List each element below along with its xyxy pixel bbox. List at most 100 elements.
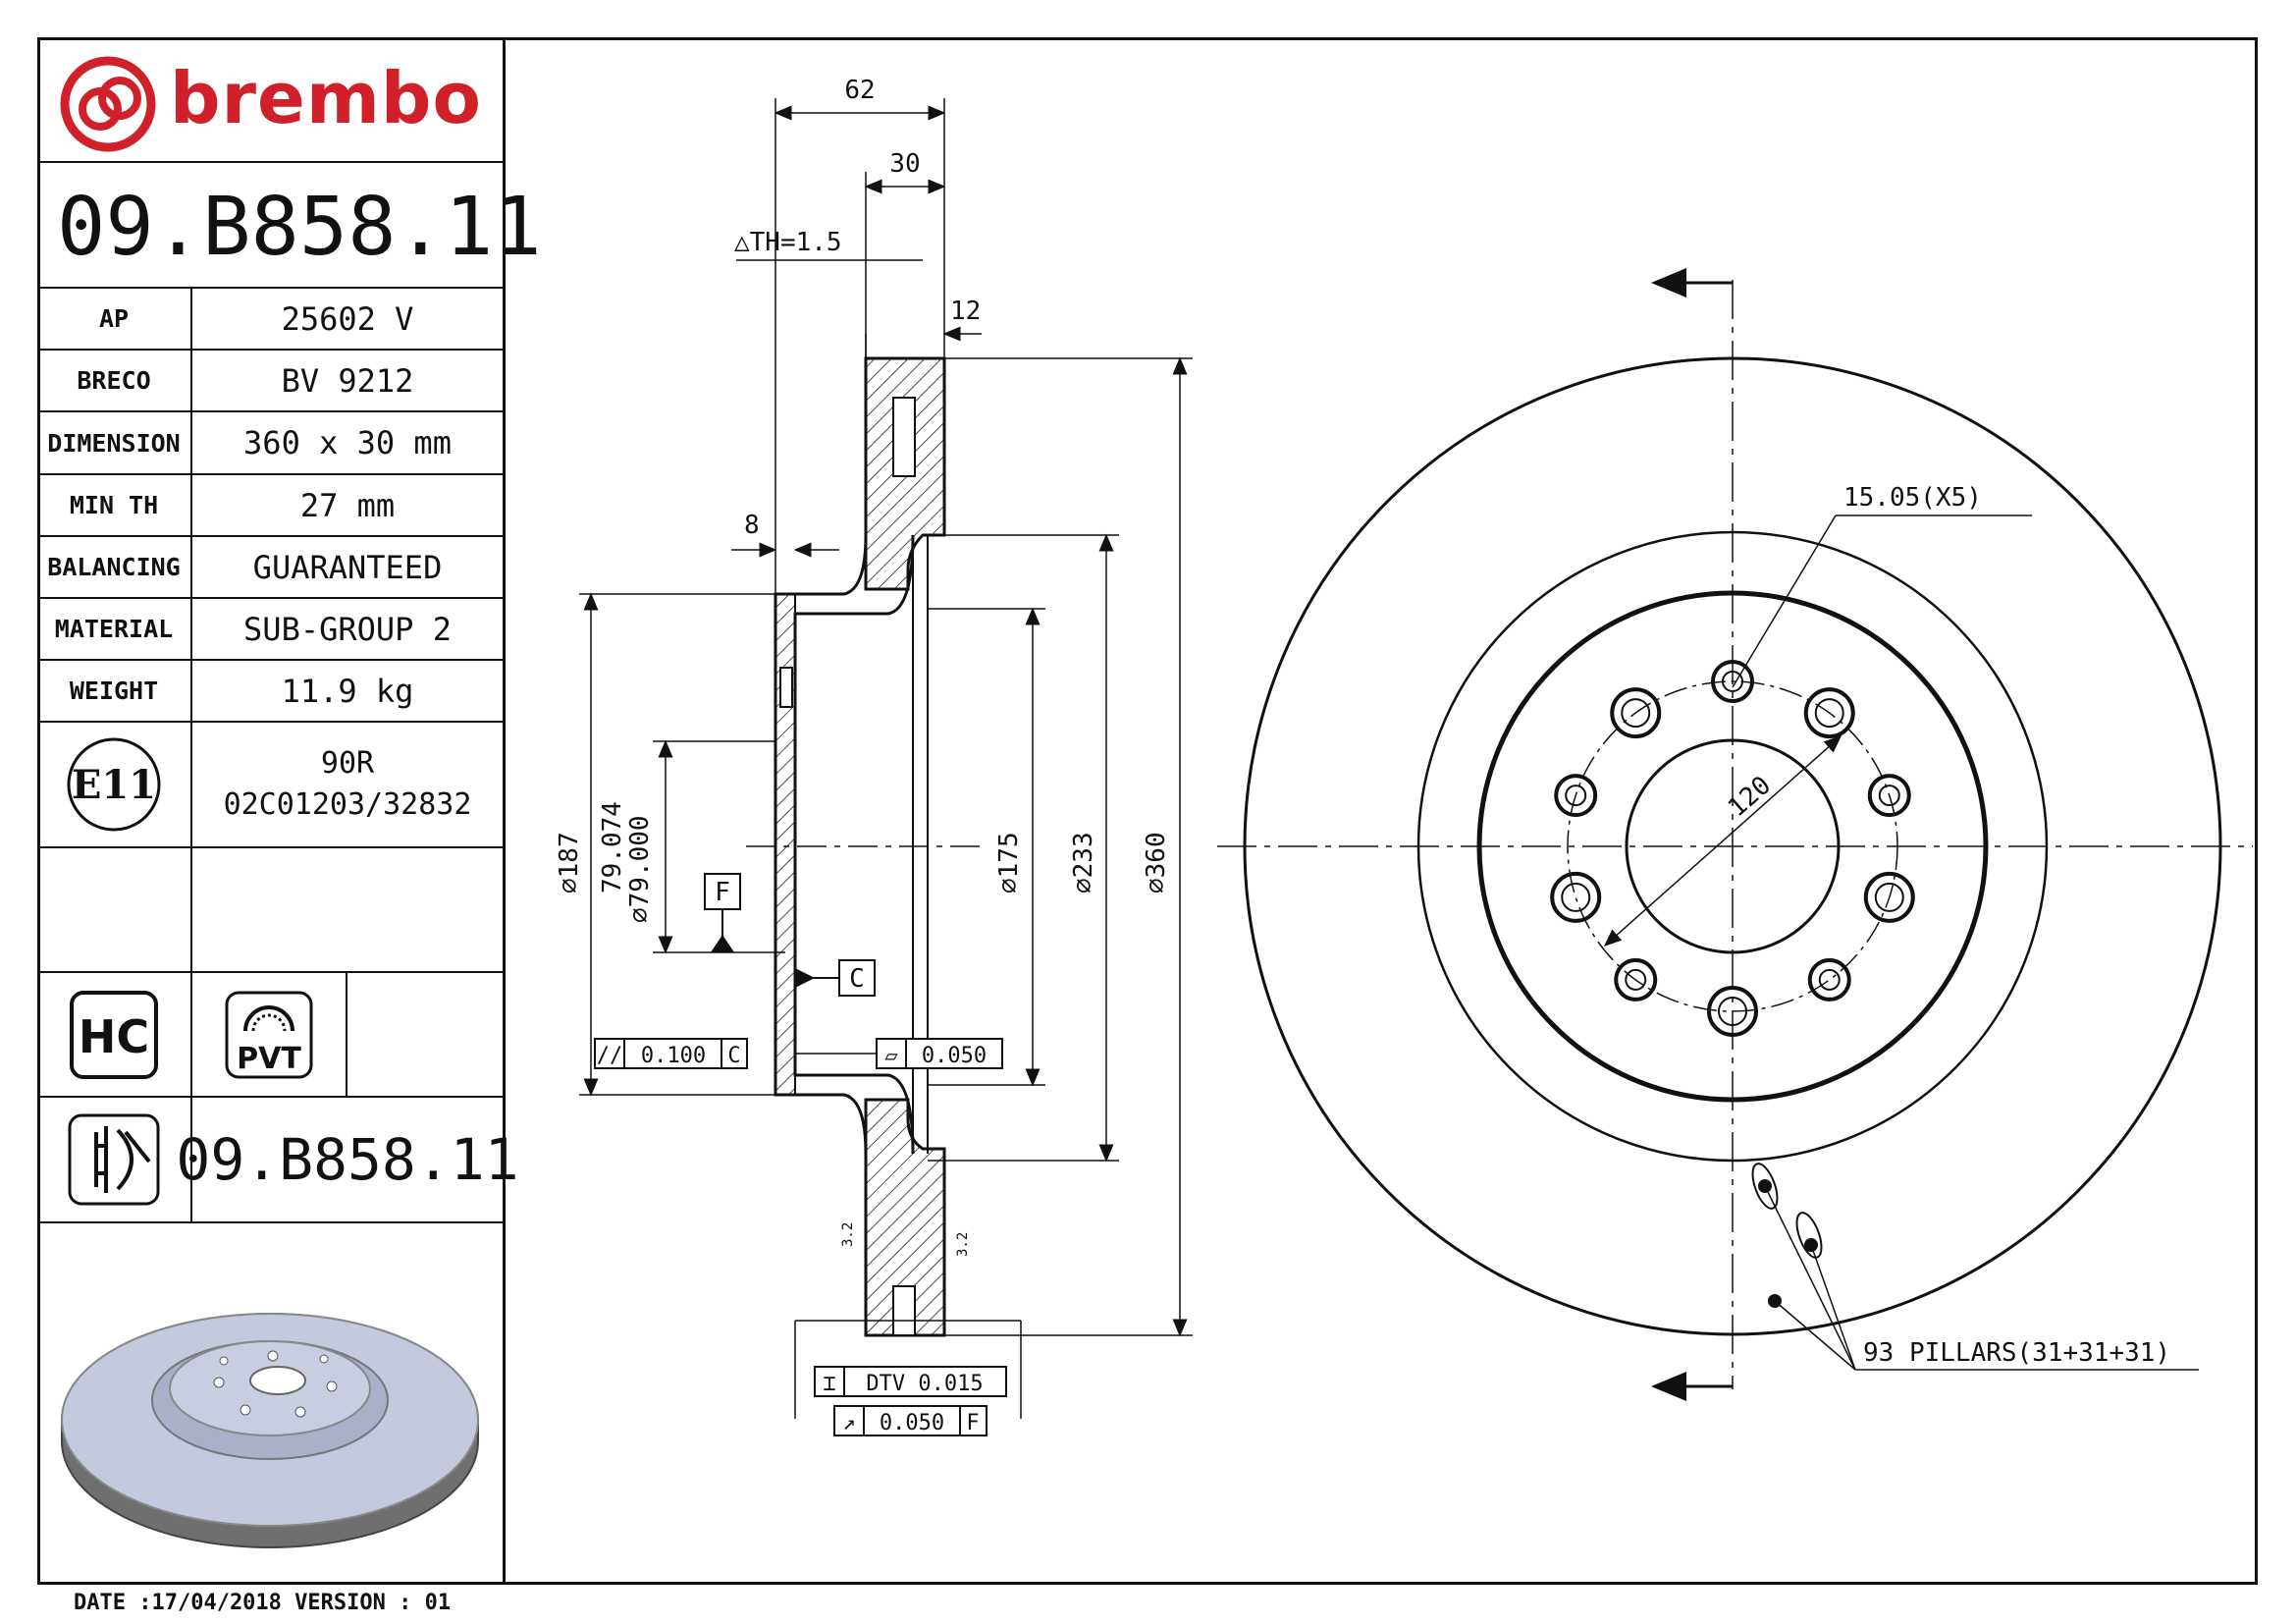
spec-row-ap: AP 25602 V [37, 289, 503, 351]
svg-text:PVT: PVT [237, 1042, 301, 1076]
bottom-part-row: 09.B858.11 [37, 1098, 519, 1223]
spec-value: GUARANTEED [252, 548, 443, 586]
part-number-row: 09.B858.11 [37, 163, 542, 289]
datum-c: C [849, 964, 865, 994]
certification-mark-cell: E11 [37, 723, 192, 846]
spec-label: AP [37, 289, 192, 349]
bolt-hole-inner [1565, 785, 1587, 807]
dim-th: △TH=1.5 [734, 228, 842, 257]
bolt-hole-inner [1874, 882, 1904, 912]
spec-row-material: MATERIAL SUB-GROUP 2 [37, 599, 503, 661]
svg-text://: // [597, 1044, 623, 1068]
bolt-hole [1707, 986, 1758, 1037]
tolerance-runout: ↗ 0.050 F [833, 1405, 988, 1436]
svg-text:C: C [727, 1044, 740, 1068]
brembo-logo-icon [60, 56, 156, 152]
spec-value: SUB-GROUP 2 [243, 610, 452, 648]
tolerance-parallel: // 0.100 C [594, 1038, 748, 1069]
bolt-hole [1867, 774, 1911, 818]
svg-text:⌶: ⌶ [823, 1372, 835, 1396]
certification-row: E11 90R 02C01203/32832 [37, 723, 503, 848]
drawing-frame [37, 37, 2258, 1585]
spec-row-weight: WEIGHT 11.9 kg [37, 661, 503, 723]
disc-profile-icon [68, 1113, 160, 1206]
spec-row-breco: BRECO BV 9212 [37, 351, 503, 412]
dim-62: 62 [844, 76, 875, 105]
holes-label: 15.05(X5) [1843, 483, 1982, 513]
pvt-icon: PVT [225, 991, 313, 1078]
part-number: 09.B858.11 [57, 181, 542, 274]
svg-text:↗: ↗ [842, 1411, 855, 1435]
bolt-holes [1550, 660, 1915, 1037]
bolt-hole-inner [1621, 698, 1651, 729]
disc-render-image [61, 1313, 479, 1548]
dim-79-000: ⌀79.000 [625, 815, 655, 923]
dim-3-2-a: 3.2 [840, 1222, 856, 1247]
svg-text:E11: E11 [72, 762, 156, 808]
dim-79-074: 79.074 [598, 801, 627, 893]
hc-icon: HC [70, 990, 158, 1079]
certification-line1: 90R [320, 746, 375, 781]
brand-name: brembo [170, 57, 482, 139]
svg-text:DTV 0.015: DTV 0.015 [866, 1372, 983, 1396]
bolt-hole-inner [1722, 671, 1743, 692]
dim-30: 30 [889, 149, 920, 179]
svg-text:0.050: 0.050 [880, 1411, 944, 1435]
svg-text:HC: HC [79, 1010, 149, 1063]
dim-8: 8 [744, 511, 760, 540]
bolt-hole-inner [1561, 882, 1591, 912]
pillars: 93 PILLARS(31+31+31) [1751, 1163, 2199, 1371]
bolt-hole-inner [1814, 698, 1844, 729]
bolt-hole [1554, 774, 1598, 818]
spec-label: WEIGHT [37, 661, 192, 721]
bolt-hole [1711, 660, 1754, 703]
dim-360: ⌀360 [1142, 832, 1171, 893]
certification-text: 90R 02C01203/32832 [192, 723, 503, 846]
badges-row: HC PVT [37, 973, 503, 1098]
spec-value: 27 mm [299, 486, 396, 524]
bolt-hole-inner [1818, 968, 1841, 991]
title-block: brembo 09.B858.11 AP 25602 V BRECO BV 92… [37, 37, 542, 1585]
hc-badge: HC [37, 973, 192, 1096]
tolerance-flatness: ▱ 0.050 [795, 1038, 1003, 1069]
logo-row: brembo [37, 37, 503, 163]
dim-175: ⌀175 [994, 832, 1024, 893]
spec-value: 360 x 30 mm [243, 424, 452, 461]
hat-wall [774, 593, 796, 1096]
spec-value: 11.9 kg [281, 672, 414, 710]
disc-icon-cell [37, 1098, 192, 1221]
spec-value: 25602 V [281, 299, 414, 338]
spec-value: BV 9212 [281, 361, 414, 400]
dim-3-2-b: 3.2 [955, 1232, 971, 1257]
vent-bottom [892, 1285, 916, 1336]
bolt-hole [1863, 871, 1915, 923]
dim-187: ⌀187 [555, 832, 584, 893]
svg-text:F: F [966, 1411, 979, 1435]
svg-text:0.050: 0.050 [922, 1044, 987, 1068]
spec-row-balancing: BALANCING GUARANTEED [37, 537, 503, 599]
pvt-badge: PVT [192, 973, 347, 1096]
blank-row [37, 848, 503, 973]
bolt-hole [1614, 957, 1658, 1001]
bolt-hole [1550, 871, 1602, 923]
certification-line2: 02C01203/32832 [223, 787, 472, 822]
date-version: DATE :17/04/2018 VERSION : 01 [74, 1591, 452, 1615]
spec-label: MIN TH [37, 475, 192, 535]
bolt-hole-inner [1718, 997, 1747, 1026]
pillars-label: 93 PILLARS(31+31+31) [1863, 1338, 2170, 1368]
dim-12: 12 [950, 297, 981, 326]
bolt-hole-inner [1878, 785, 1900, 807]
disc-render-area [37, 1223, 503, 1585]
e11-mark-icon: E11 [67, 737, 161, 832]
spec-row-min-th: MIN TH 27 mm [37, 475, 503, 537]
svg-text:▱: ▱ [884, 1044, 898, 1068]
bottom-part-number: 09.B858.11 [176, 1126, 519, 1193]
bolt-hole-inner [1625, 968, 1647, 991]
vent-top [892, 397, 916, 477]
spec-row-dimension: DIMENSION 360 x 30 mm [37, 412, 503, 475]
datum-f: F [715, 878, 730, 907]
spec-label: DIMENSION [37, 412, 192, 473]
bolt-hole [1807, 957, 1851, 1001]
tolerance-dtv: ⌶ DTV 0.015 [814, 1366, 1007, 1397]
